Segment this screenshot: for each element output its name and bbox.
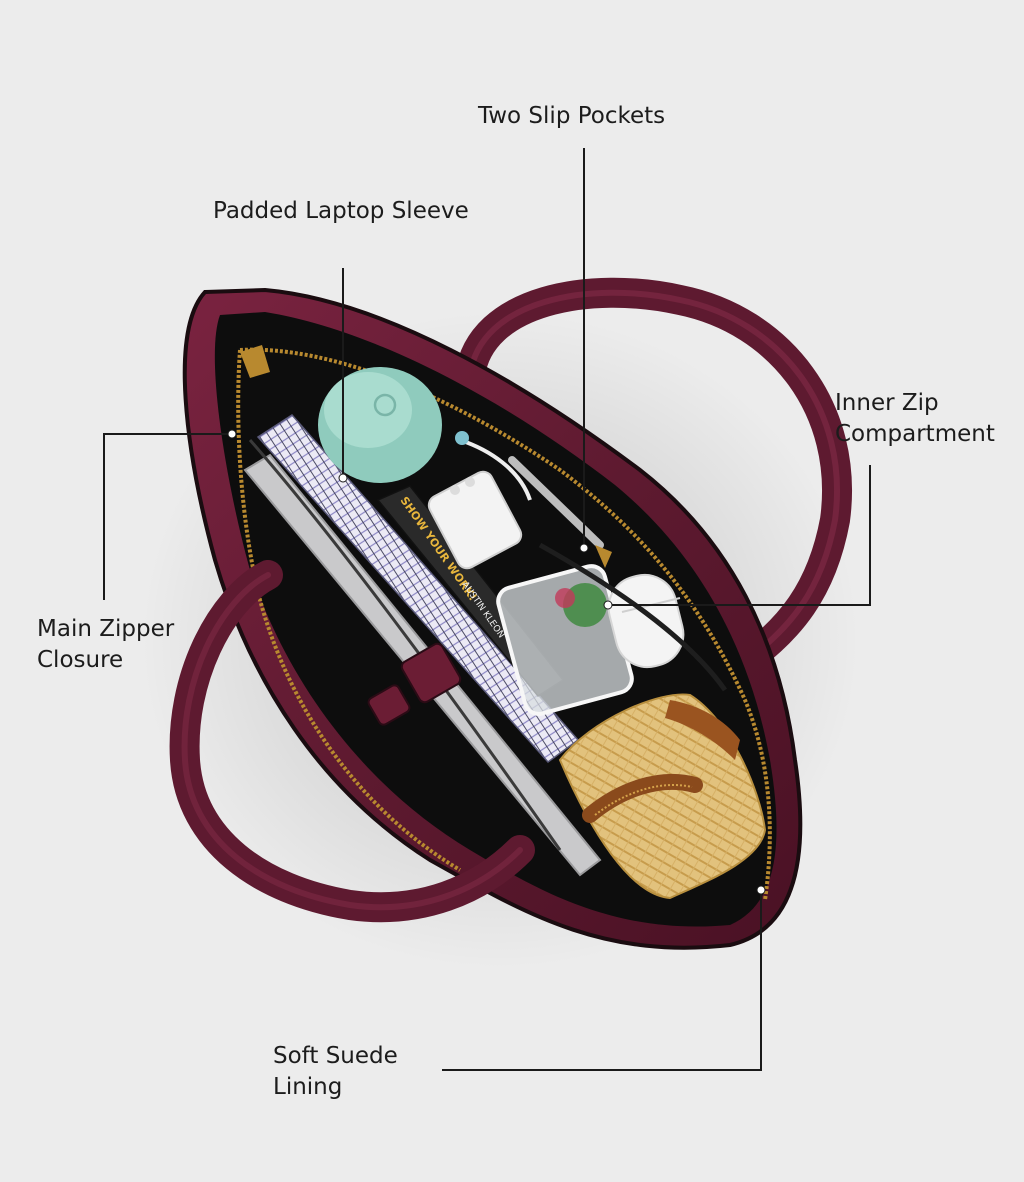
callout-main-zipper-closure: Main Zipper Closure bbox=[37, 614, 174, 676]
callout-lines bbox=[103, 148, 871, 1071]
dot-slip-pockets bbox=[579, 543, 589, 553]
callout-two-slip-pockets: Two Slip Pockets bbox=[478, 101, 665, 132]
dot-laptop-sleeve bbox=[338, 473, 348, 483]
dot-main-zipper bbox=[227, 429, 237, 439]
rattan-pouch bbox=[558, 693, 767, 900]
callout-line-1: Soft Suede bbox=[273, 1043, 398, 1069]
pen bbox=[508, 456, 604, 549]
leader-inner-zip bbox=[608, 465, 871, 606]
handle-tab bbox=[400, 642, 462, 704]
callout-line-2: Closure bbox=[37, 647, 124, 673]
leader-suede-lining bbox=[442, 892, 762, 1071]
callout-line-2: Lining bbox=[273, 1074, 343, 1100]
callout-line-2: Compartment bbox=[835, 421, 995, 447]
leader-main-zipper bbox=[103, 433, 232, 600]
dot-suede-lining bbox=[756, 885, 766, 895]
charger bbox=[427, 470, 523, 570]
callout-padded-laptop-sleeve: Padded Laptop Sleeve bbox=[213, 196, 469, 227]
callout-line-1: Inner Zip bbox=[835, 390, 939, 416]
bag-handle-front bbox=[169, 560, 535, 923]
callout-line-1: Main Zipper bbox=[37, 616, 175, 642]
inner-zip-compartment bbox=[538, 542, 728, 692]
callout-soft-suede-lining: Soft Suede Lining bbox=[273, 1041, 398, 1103]
callout-text: Two Slip Pockets bbox=[478, 103, 666, 129]
dot-inner-zip bbox=[603, 600, 613, 610]
callout-inner-zip-compartment: Inner Zip Compartment bbox=[835, 388, 995, 450]
callout-dots bbox=[227, 429, 766, 895]
callout-text: Padded Laptop Sleeve bbox=[213, 198, 469, 224]
zipper-pull bbox=[240, 345, 270, 378]
